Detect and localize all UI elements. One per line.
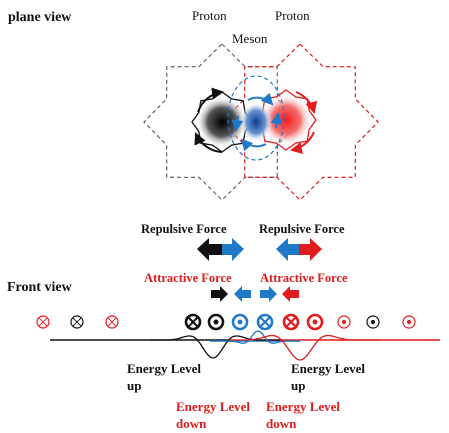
field-into-page-symbol [184,313,202,331]
repulsive-arrow-blue-left [276,238,299,261]
repulsive-force-left-label: Repulsive Force [141,222,227,236]
field-out-of-page-symbol [402,315,416,329]
meson-body [240,102,272,142]
energy-level-up-left: Energy Level [127,361,201,376]
attractive-force-left-label: Attractive Force [144,271,232,285]
energy-curve-black [150,335,280,359]
field-into-page-symbol [256,313,274,331]
field-out-of-page-symbol [366,315,380,329]
energy-curve-red [230,334,380,361]
attractive-arrow-red-left [282,286,299,302]
proton-right-circulation-arrow [295,91,318,114]
proton-left-core [196,96,248,148]
proton-right-circulation-arrow [290,131,315,154]
front-view-symbol-row [36,313,416,331]
energy-level-up-left-suffix: up [127,378,141,393]
front-view-heading: Front view [7,280,73,295]
energy-level-down-left: Energy Level [176,399,250,414]
meson-circulation-arrow [270,112,283,129]
repulsive-arrow-red-right [299,238,322,261]
field-into-page-symbol [282,313,300,331]
meson-label: Meson [232,31,268,46]
field-out-of-page-symbol [337,315,351,329]
field-into-page-symbol [70,315,84,329]
field-out-of-page-symbol [231,313,249,331]
proton-right-field-outline [221,43,379,201]
energy-level-down-right: Energy Level [266,399,340,414]
field-out-of-page-symbol [207,313,225,331]
repulsive-arrow-blue-right [222,238,244,261]
proton-left-label: Proton [192,8,227,23]
energy-level-up-right: Energy Level [291,361,365,376]
energy-level-down-right-suffix: down [266,416,297,431]
attractive-force-right-label: Attractive Force [260,271,348,285]
proton-right-label: Proton [275,8,310,23]
meson-circulation-arrow [247,92,274,106]
attractive-arrow-blue-left [234,286,251,302]
meson-circulation-arrow [240,138,267,152]
repulsive-force-right-label: Repulsive Force [259,222,345,236]
meson-field-outline [227,75,285,161]
field-into-page-symbol [36,315,50,329]
repulsive-arrow-black-left [197,238,222,261]
attractive-arrow-black-right [211,286,228,302]
energy-level-up-right-suffix: up [291,378,305,393]
energy-level-down-left-suffix: down [176,416,207,431]
plane-view-heading: plane view [8,10,72,25]
field-into-page-symbol [105,315,119,329]
proton-right-core [260,94,312,146]
proton-left-field-outline [143,43,301,201]
energy-curve-blue [220,330,300,344]
attractive-arrow-blue-right [260,286,277,302]
field-out-of-page-symbol [306,313,324,331]
meson-circulation-arrow [231,115,244,132]
proton-left-circulation-arrow [194,132,223,153]
proton-left-circulation-arrow [197,87,224,113]
